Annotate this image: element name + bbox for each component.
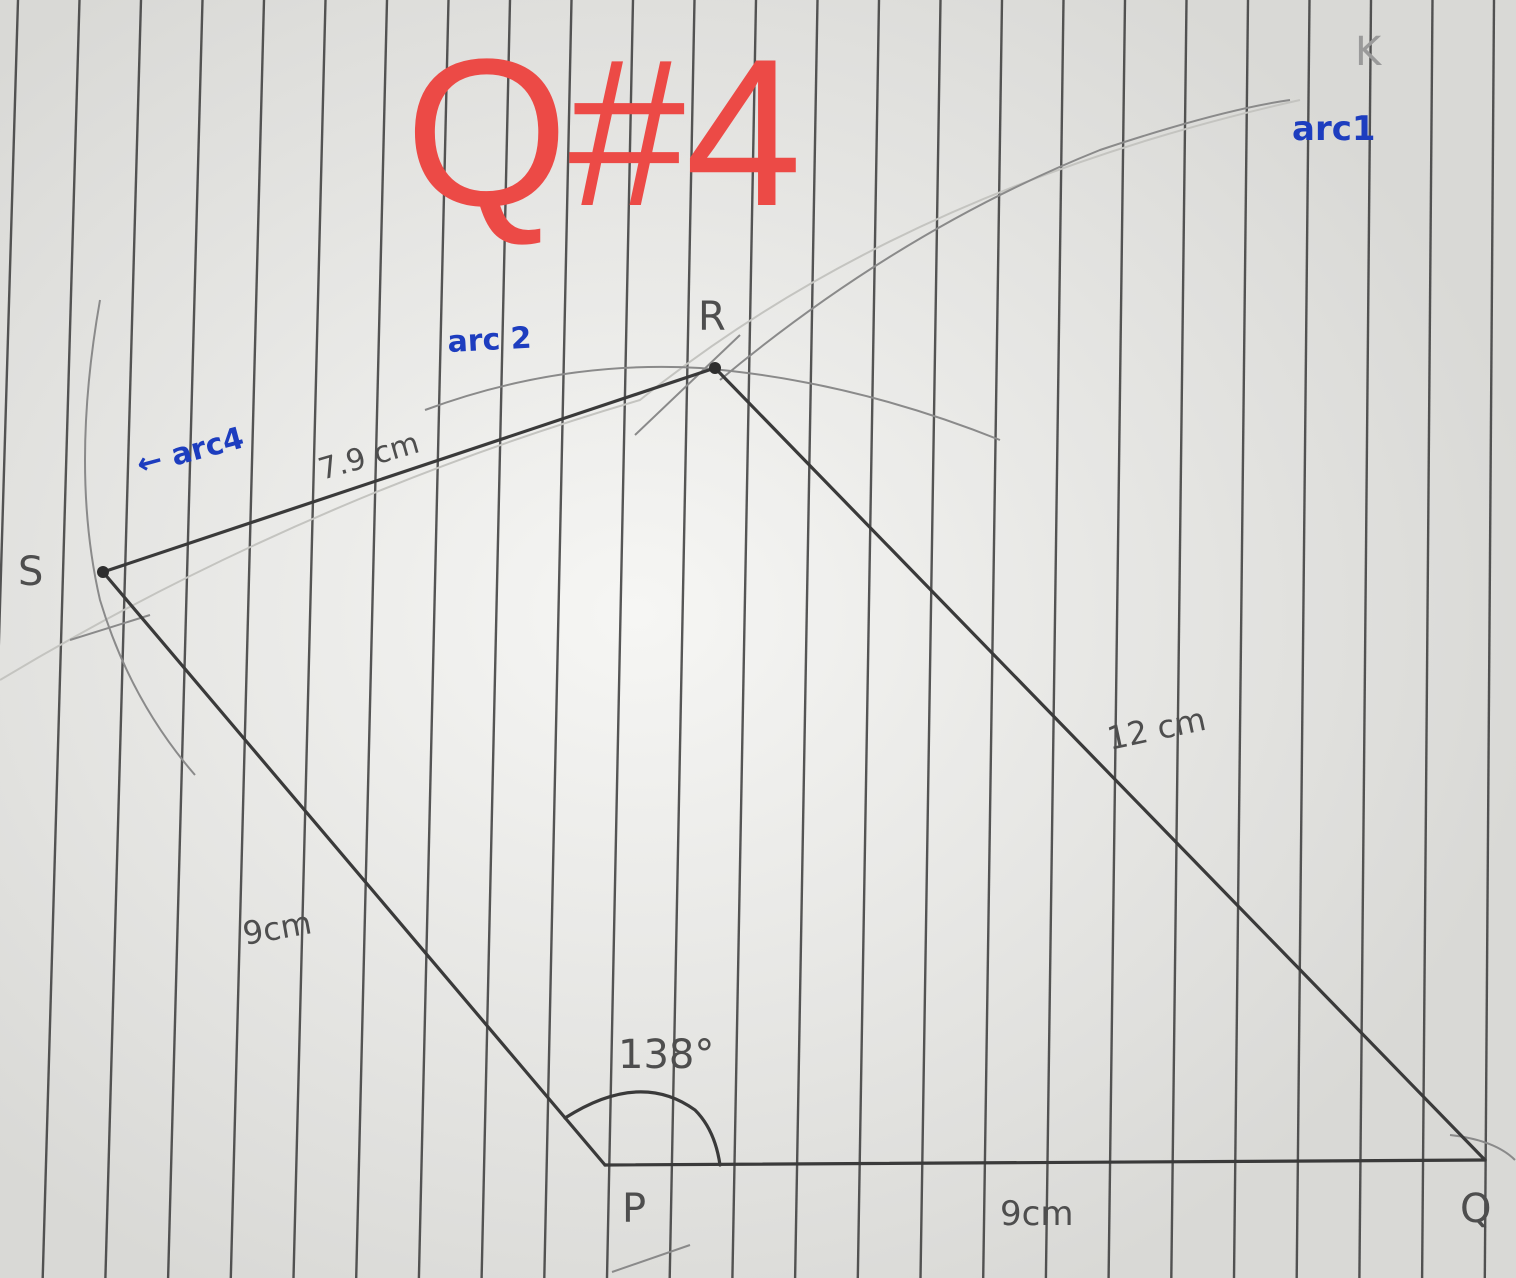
vertex-label-p: P [622,1186,646,1232]
ruled-line [1358,0,1373,1278]
ruled-line [856,0,881,1278]
construction-tick-p [611,1244,691,1273]
ruled-line [1044,0,1065,1278]
ruled-line [104,0,143,1278]
vertex-dot-r [709,362,721,374]
ruled-line [1107,0,1127,1278]
ruled-line [480,0,512,1278]
angle-arc-p [563,1090,722,1167]
construction-arc-1-upper [719,99,1291,381]
vertex-label-k: K [1355,29,1383,75]
side-pq [603,1158,1487,1167]
ruled-line [982,0,1004,1278]
ruled-line [0,0,20,646]
construction-arc-4 [84,299,196,776]
ruled-line [1295,0,1311,1278]
construction-arc-1 [0,99,1301,681]
construction-arc-3 [634,334,741,436]
ruled-line [229,0,266,1278]
ruled-line [417,0,450,1278]
ruled-line [355,0,389,1278]
length-label-pq: 9cm [1000,1194,1073,1234]
construction-arc-q [1449,1134,1516,1161]
question-title: Q#4 [405,15,802,250]
ruled-line [668,0,696,1278]
construction-arc-2 [424,365,1001,441]
side-rs [101,366,717,574]
annotation-arc1: arc1 [1292,109,1376,149]
side-sp [101,570,607,1167]
ruled-line [1170,0,1188,1278]
ruled-line [605,0,635,1278]
ruled-line [543,0,573,1278]
ruled-line [41,0,81,1278]
ruled-line [1232,0,1250,1278]
ruled-line [793,0,819,1278]
ruled-line [1420,0,1434,1278]
side-qr [713,366,1487,1162]
ruled-line [292,0,327,1278]
ruled-line [919,0,942,1278]
vertex-label-r: R [698,294,726,340]
ruled-line [1483,0,1496,1278]
ruled-line [166,0,204,1278]
annotation-arc2: arc 2 [447,321,533,360]
vertex-label-s: S [18,549,43,595]
angle-label-p: 138° [618,1032,714,1078]
vertex-dot-s [97,566,109,578]
vertex-label-q: Q [1460,1186,1491,1232]
ruled-line [731,0,758,1278]
construction-arc-5 [69,614,151,641]
